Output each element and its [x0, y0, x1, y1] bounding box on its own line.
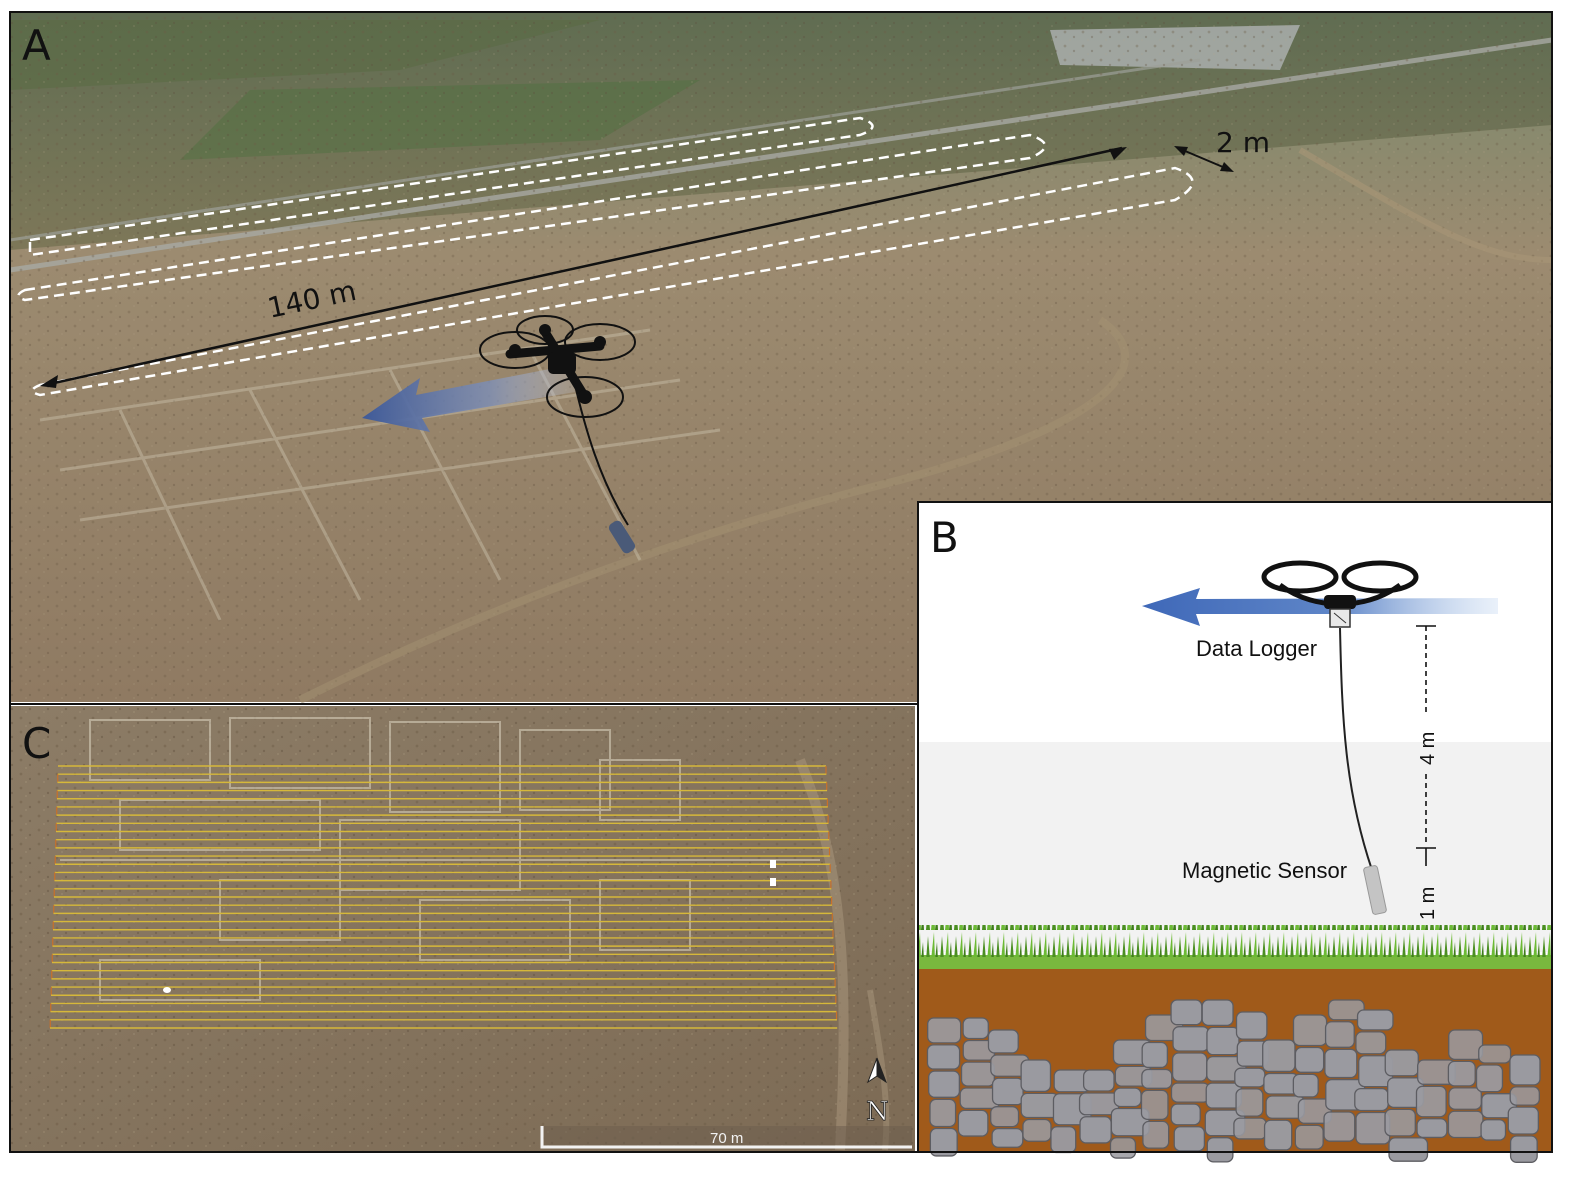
length-dimension-arrow	[40, 146, 1127, 388]
stone	[1020, 1092, 1060, 1119]
stone	[1509, 1135, 1538, 1163]
stone	[1447, 1110, 1484, 1139]
stone	[1142, 1120, 1170, 1149]
stone	[960, 1061, 995, 1087]
stone	[1170, 1082, 1210, 1103]
stone	[987, 1029, 1019, 1054]
stone	[1050, 1126, 1077, 1154]
drone-icon	[1261, 560, 1419, 628]
stone	[1294, 1124, 1324, 1150]
marker	[770, 878, 776, 886]
flight-direction-arrow	[1142, 588, 1498, 626]
stone	[1292, 1073, 1319, 1098]
stone	[1234, 1067, 1266, 1088]
stone	[1171, 1052, 1208, 1082]
stone	[1079, 1116, 1112, 1144]
stone	[1140, 1089, 1169, 1121]
stone	[1173, 1126, 1206, 1152]
panel-c: 70 m N C	[10, 706, 915, 1152]
stone	[1384, 1108, 1416, 1137]
stone	[1263, 1119, 1293, 1151]
survey-tracks	[49, 765, 838, 1029]
panel-a-label: A	[22, 21, 51, 70]
marker	[163, 987, 171, 993]
stone	[1324, 1048, 1358, 1079]
panel-b-label: B	[930, 513, 959, 562]
stone	[1292, 1014, 1328, 1047]
panel-c-label: C	[22, 719, 51, 768]
panel-b: Data Logger Magnetic Sensor 4 m 1 m B	[917, 501, 1553, 1163]
marker	[770, 860, 776, 868]
stone	[1113, 1087, 1142, 1108]
stone	[1170, 999, 1203, 1026]
stone	[1507, 1106, 1539, 1135]
stone	[1170, 1103, 1201, 1126]
stone	[1475, 1064, 1504, 1093]
stone	[990, 1106, 1020, 1128]
stone	[1206, 1137, 1234, 1163]
stone	[1356, 1009, 1394, 1031]
stone	[1509, 1086, 1540, 1106]
tether-cable	[1339, 627, 1373, 871]
stone	[1388, 1137, 1429, 1162]
stone	[929, 1098, 957, 1128]
stone	[1022, 1118, 1052, 1142]
stone	[1384, 1049, 1419, 1077]
flight-direction-arrow	[362, 365, 575, 432]
stone	[1262, 1039, 1296, 1073]
stone	[1509, 1054, 1541, 1086]
stone	[991, 1077, 1024, 1106]
magnetic-sensor-label: Magnetic Sensor	[1182, 858, 1347, 883]
sensor-height-label: 1 m	[1417, 887, 1439, 920]
stone	[927, 1017, 962, 1044]
spacing-dimension-arrow	[1174, 146, 1234, 172]
stone	[1235, 1088, 1264, 1117]
stone	[1480, 1119, 1507, 1141]
stone	[1323, 1111, 1356, 1142]
stone	[1448, 1029, 1484, 1061]
stone	[926, 1044, 961, 1070]
stone	[1141, 1068, 1173, 1089]
magnetic-sensor-icon	[1363, 865, 1387, 915]
stone	[1448, 1087, 1482, 1110]
stone	[1294, 1046, 1325, 1073]
stone	[928, 1070, 961, 1098]
stone	[1354, 1087, 1389, 1112]
scale-bar	[540, 1126, 912, 1149]
panel-borders	[9, 11, 1553, 1153]
stone	[991, 1127, 1024, 1148]
stone	[1447, 1060, 1476, 1087]
stone	[1355, 1031, 1387, 1055]
stone	[1415, 1085, 1447, 1118]
stone	[1172, 1026, 1210, 1052]
stone	[1416, 1118, 1448, 1139]
flight-paths	[17, 116, 1194, 397]
stone	[1235, 1011, 1268, 1040]
grass-layer	[919, 925, 1551, 957]
stone	[1020, 1059, 1052, 1093]
sensor-icon	[608, 520, 636, 554]
height-label: 4 m	[1417, 732, 1439, 765]
stone	[1141, 1041, 1169, 1069]
stone	[1109, 1137, 1137, 1159]
stone	[1201, 999, 1234, 1027]
drone-icon	[479, 315, 636, 418]
stone	[1082, 1069, 1115, 1092]
north-label: N	[866, 1097, 889, 1127]
stone	[1206, 1026, 1240, 1056]
stone	[1478, 1044, 1512, 1064]
stone-wall	[926, 999, 1541, 1163]
stone	[929, 1127, 958, 1157]
stone	[1297, 1098, 1332, 1124]
stone	[1233, 1117, 1267, 1140]
height-dimension-line	[1416, 625, 1436, 866]
stone	[1324, 1021, 1355, 1048]
spacing-label: 2 m	[1216, 126, 1270, 159]
stone	[962, 1017, 989, 1040]
north-arrow-icon	[866, 1057, 888, 1084]
scale-label: 70 m	[710, 1130, 743, 1147]
data-logger-label: Data Logger	[1196, 636, 1317, 661]
stone	[957, 1109, 989, 1137]
